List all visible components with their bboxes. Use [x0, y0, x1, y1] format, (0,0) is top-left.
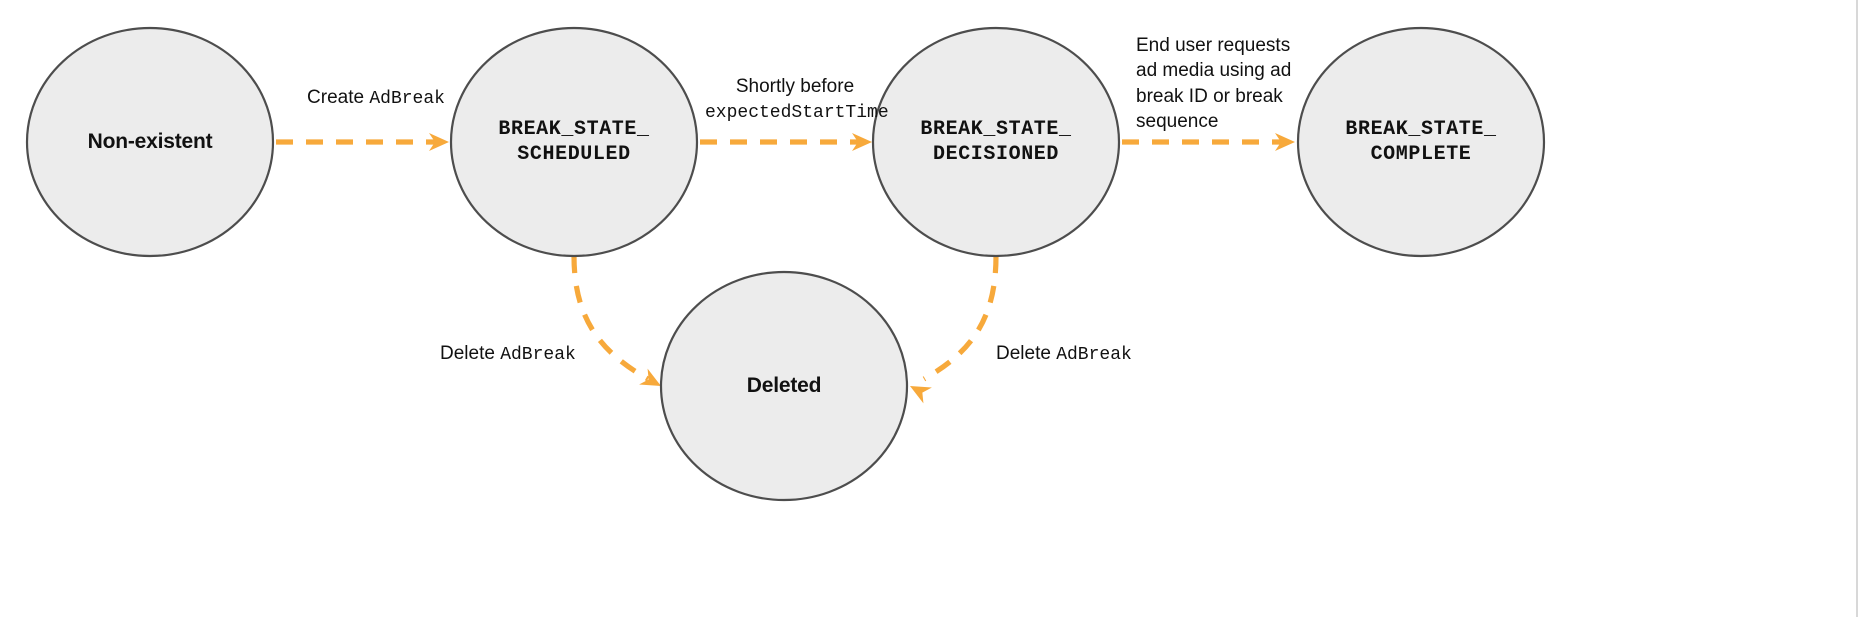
edge-label-delete-adbreak-from-scheduled: Delete AdBreak [440, 341, 600, 368]
text-token: Create [307, 87, 370, 108]
arrowhead-shortly-before-expectedstarttime [852, 133, 872, 151]
right-edge-divider [1856, 0, 1858, 617]
code-token: AdBreak [1056, 345, 1132, 365]
edge-delete-adbreak-from-scheduled [571, 255, 650, 382]
code-token: AdBreak [369, 89, 445, 109]
node-break-state-decisioned[interactable] [871, 26, 1121, 258]
text-token: Delete [996, 343, 1057, 364]
text-token: End user requests [1136, 35, 1291, 56]
node-break-state-scheduled[interactable] [449, 26, 699, 258]
node-deleted[interactable] [659, 270, 909, 502]
node-break-state-complete[interactable] [1296, 26, 1546, 258]
text-token: ad media using ad [1136, 60, 1292, 82]
edge-label-line: ad media using ad [1136, 58, 1326, 83]
code-token: expectedStartTime [705, 103, 889, 124]
text-token: Shortly before [735, 76, 855, 97]
arrowhead-create-adbreak [429, 133, 449, 151]
arrowhead-delete-adbreak-from-scheduled [639, 368, 661, 386]
arrowhead-end-user-requests-ad-media [1275, 133, 1295, 151]
edge-label-shortly-before-expectedstarttime: Shortly before expectedStartTime [705, 74, 889, 126]
edge-label-create-adbreak: Create AdBreak [296, 85, 456, 112]
nodes-layer [25, 26, 1546, 502]
edge-label-line: Shortly before [705, 74, 885, 99]
code-token: AdBreak [500, 345, 576, 365]
edge-label-line: sequence [1136, 109, 1326, 134]
edge-label-line: expectedStartTime [705, 99, 889, 126]
node-non-existent[interactable] [25, 26, 275, 258]
text-token: break ID or break [1136, 85, 1283, 107]
edge-label-delete-adbreak-from-decisioned: Delete AdBreak [996, 341, 1166, 368]
edge-label-line: Create AdBreak [296, 85, 456, 112]
edge-label-line: Delete AdBreak [440, 341, 600, 368]
text-token: sequence [1136, 110, 1219, 132]
edge-label-line: End user requests [1136, 33, 1326, 58]
text-token: Delete [440, 343, 501, 364]
edge-delete-adbreak-from-decisioned [922, 255, 999, 382]
edges-layer [276, 133, 1295, 404]
edge-label-line: Delete AdBreak [996, 341, 1166, 368]
edge-label-end-user-requests-ad-media: End user requests ad media using ad break … [1136, 33, 1326, 134]
edge-label-line: break ID or break [1136, 84, 1326, 109]
arrowhead-delete-adbreak-from-decisioned [910, 386, 932, 404]
